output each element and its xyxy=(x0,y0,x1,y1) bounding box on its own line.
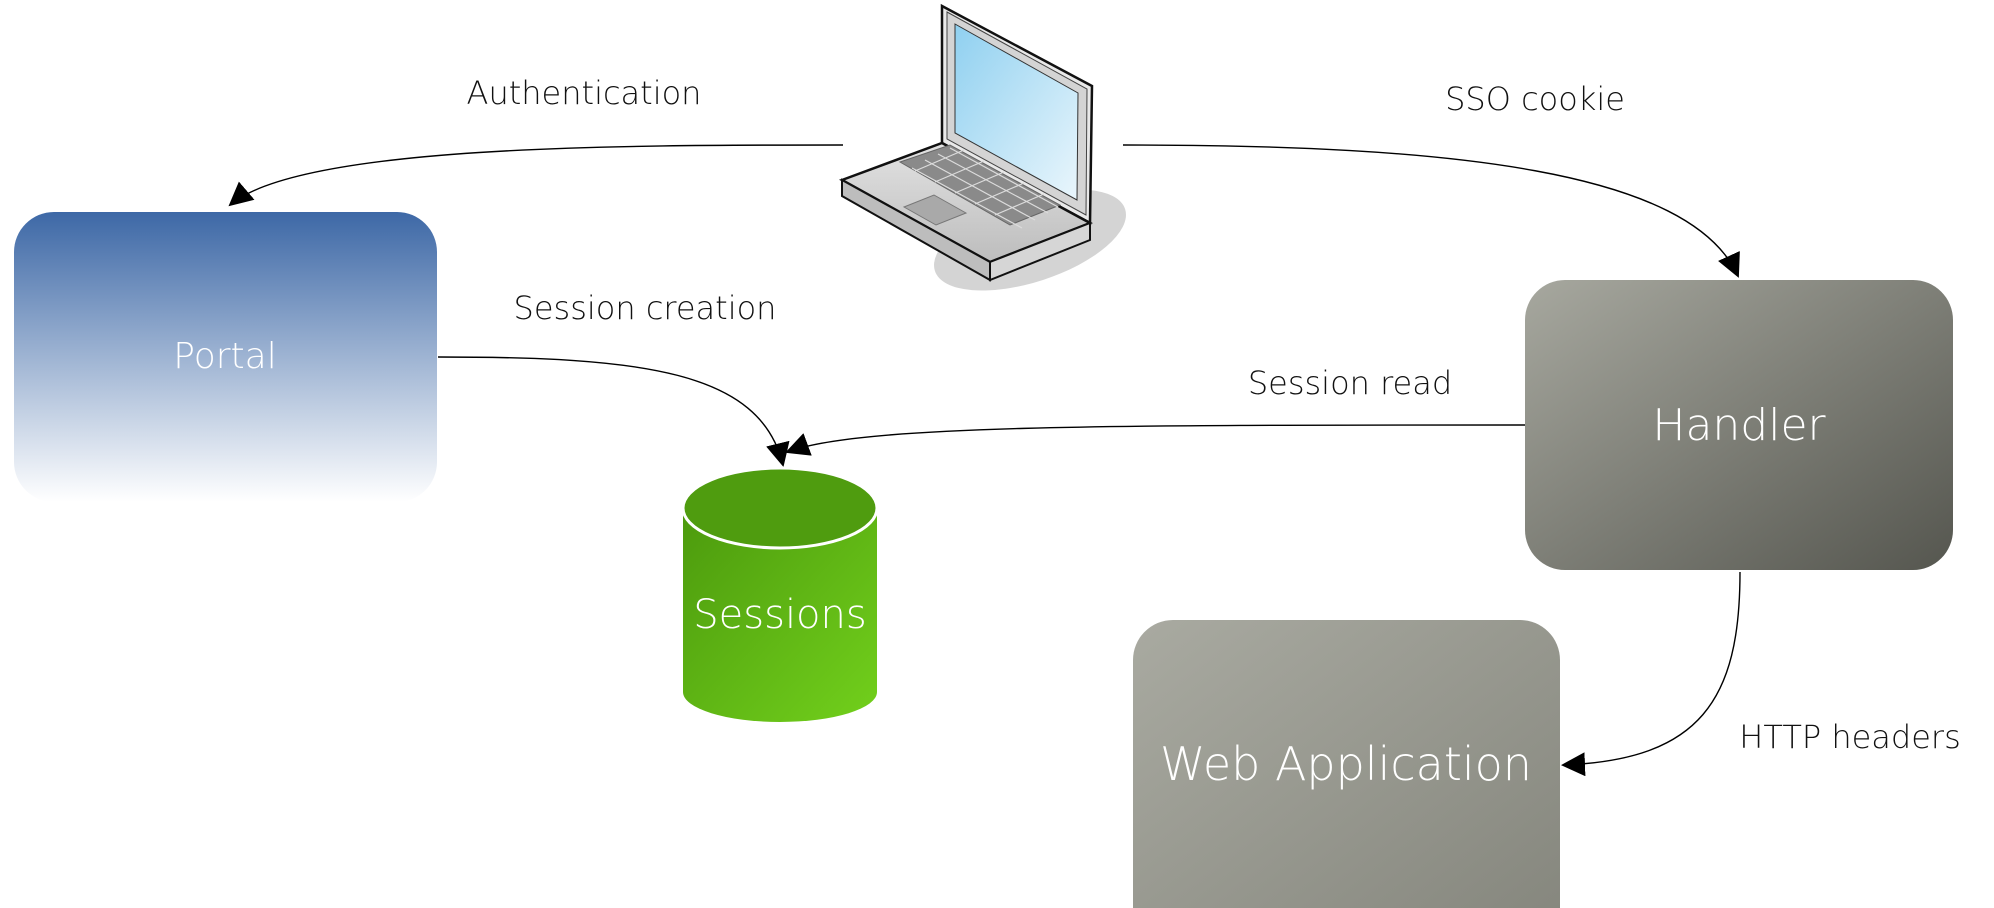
edge-http-headers xyxy=(1561,571,1741,777)
edge-session-creation xyxy=(437,356,790,467)
web-application-box xyxy=(1133,620,1560,908)
handler-label: Handler xyxy=(1652,400,1826,451)
portal-box xyxy=(14,212,437,502)
node-web-application[interactable]: Web Application xyxy=(1133,620,1560,908)
node-portal[interactable]: Portal xyxy=(14,212,437,502)
web-application-label: Web Application xyxy=(1160,737,1532,791)
edge-sso-cookie xyxy=(1122,144,1740,278)
edge-session-read xyxy=(785,424,1526,456)
edge-label-session-read: Session read xyxy=(1248,364,1452,402)
edge-label-sso-cookie: SSO cookie xyxy=(1445,80,1625,118)
node-sessions[interactable]: Sessions xyxy=(681,466,879,722)
edge-label-session-creation: Session creation xyxy=(514,289,777,327)
portal-label: Portal xyxy=(173,336,276,377)
laptop-icon xyxy=(839,3,1126,291)
sessions-label: Sessions xyxy=(693,592,866,638)
edge-label-http-headers: HTTP headers xyxy=(1739,718,1960,756)
node-handler[interactable]: Handler xyxy=(1525,280,1953,570)
handler-box xyxy=(1525,280,1953,570)
edge-label-authentication: Authentication xyxy=(467,74,702,112)
sessions-cylinder-body xyxy=(683,508,877,722)
sessions-cylinder-top xyxy=(681,466,879,550)
edge-authentication xyxy=(228,144,844,207)
